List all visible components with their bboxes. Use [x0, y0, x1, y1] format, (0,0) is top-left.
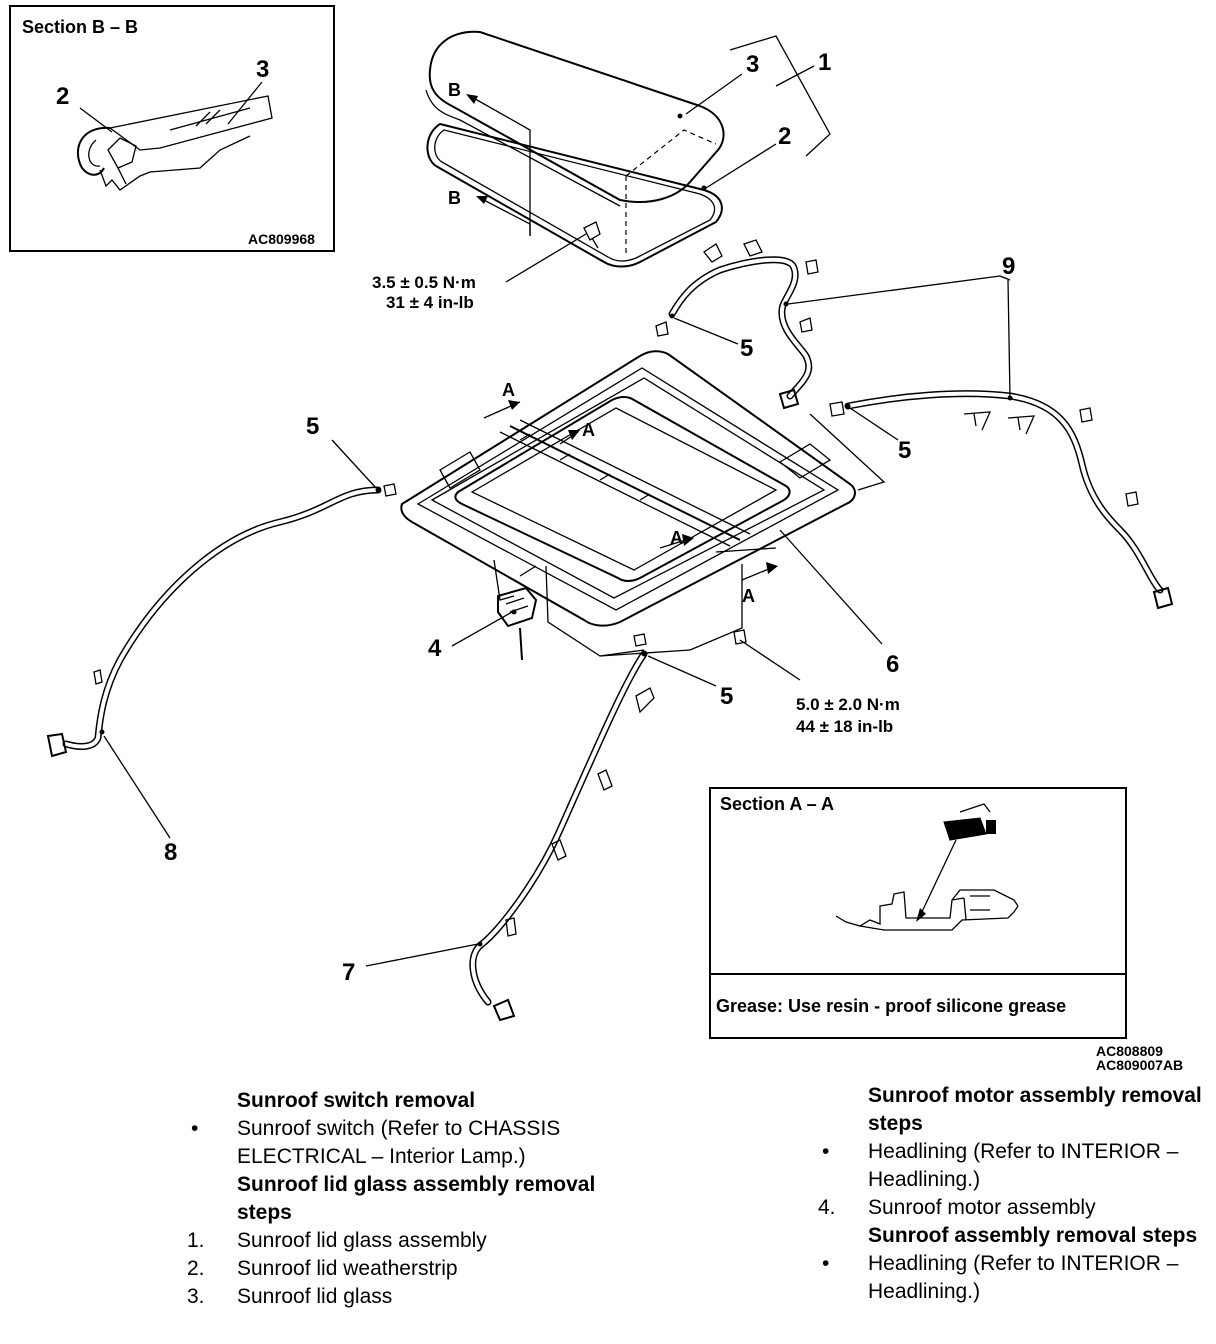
section-b-arrows: B B: [448, 80, 531, 236]
torque-lid-nm: 3.5 ± 0.5 N·m: [372, 273, 476, 292]
torque-lid-inlb: 31 ± 4 in-lb: [386, 293, 474, 312]
section-b-title: Section B – B: [22, 17, 138, 37]
callout-9: 9: [1002, 253, 1015, 280]
lid-glass: [425, 30, 725, 254]
lid-removal-heading: Sunroof lid glass assembly removal steps: [237, 1173, 596, 1224]
list-item: 4. Sunroof motor assembly: [818, 1196, 1096, 1219]
sunroof-exploded-diagram: Section B – B 2 3 AC809968 B B: [9, 5, 1183, 1070]
callout-8: 8: [164, 839, 177, 866]
grease-note: Grease: Use resin - proof silicone greas…: [716, 996, 1066, 1016]
arrow-label-a-4: A: [742, 586, 755, 606]
figure-code-2: AC809007AB: [1096, 1057, 1183, 1070]
section-a-inset: Section A – A Grease: Use resin - proof …: [709, 787, 1127, 1039]
list-item: • Headlining (Refer to INTERIOR – Headli…: [822, 1140, 1179, 1191]
arrow-label-a-1: A: [502, 380, 515, 400]
section-b-inset: Section B – B 2 3 AC809968: [9, 5, 335, 252]
arrow-label-b-lower: B: [448, 188, 461, 208]
arrow-label-a-2: A: [582, 420, 595, 440]
grease-tube-icon: [943, 803, 996, 841]
list-item: • Headlining (Refer to INTERIOR – Headli…: [822, 1252, 1179, 1303]
list-item: • Sunroof switch (Refer to CHASSIS ELECT…: [191, 1117, 561, 1168]
list-item: 1. Sunroof lid glass assembly: [187, 1229, 487, 1252]
arrow-label-a-3: A: [670, 528, 683, 548]
section-b-callout-2: 2: [56, 83, 69, 110]
section-a-arrows: A A A A: [483, 380, 778, 606]
callout-5-top: 5: [740, 335, 753, 362]
procedure-column-right: Sunroof motor assembly removal steps • H…: [818, 1082, 1208, 1306]
figure-code-1: AC808809: [1096, 1043, 1163, 1059]
torque-frame-inlb: 44 ± 18 in-lb: [796, 717, 893, 736]
motor-removal-heading: Sunroof motor assembly removal steps: [868, 1084, 1202, 1135]
callout-3: 3: [746, 51, 759, 78]
callout-7: 7: [342, 959, 355, 986]
callout-6: 6: [886, 651, 899, 678]
drain-hose-7: [469, 633, 655, 1022]
arrow-label-b-upper: B: [448, 80, 461, 100]
section-b-callout-3: 3: [256, 56, 269, 83]
drain-hose-9-rear: [829, 390, 1174, 610]
assembly-removal-heading: Sunroof assembly removal steps: [868, 1224, 1198, 1247]
callout-5-left: 5: [306, 413, 319, 440]
lid-bolt: [583, 221, 601, 249]
section-a-title: Section A – A: [720, 794, 834, 814]
callout-5-right: 5: [898, 437, 911, 464]
procedure-column-left: Sunroof switch removal • Sunroof switch …: [187, 1087, 617, 1311]
list-item: 3. Sunroof lid glass: [187, 1285, 393, 1308]
drain-hose-9-front: [655, 239, 819, 410]
sunroof-motor: [493, 559, 538, 661]
torque-frame-nm: 5.0 ± 2.0 N·m: [796, 695, 900, 714]
callout-1: 1: [818, 49, 831, 76]
callout-2: 2: [778, 123, 791, 150]
callout-4: 4: [428, 635, 442, 662]
section-b-code: AC809968: [248, 231, 315, 247]
switch-removal-heading: Sunroof switch removal: [237, 1089, 476, 1112]
list-item: 2. Sunroof lid weatherstrip: [187, 1257, 458, 1280]
frame-bolt: [733, 629, 747, 645]
sunroof-frame: [400, 350, 856, 657]
callout-5-bottom: 5: [720, 683, 733, 710]
lid-weatherstrip: [426, 122, 723, 268]
drain-hose-8: [46, 483, 397, 758]
